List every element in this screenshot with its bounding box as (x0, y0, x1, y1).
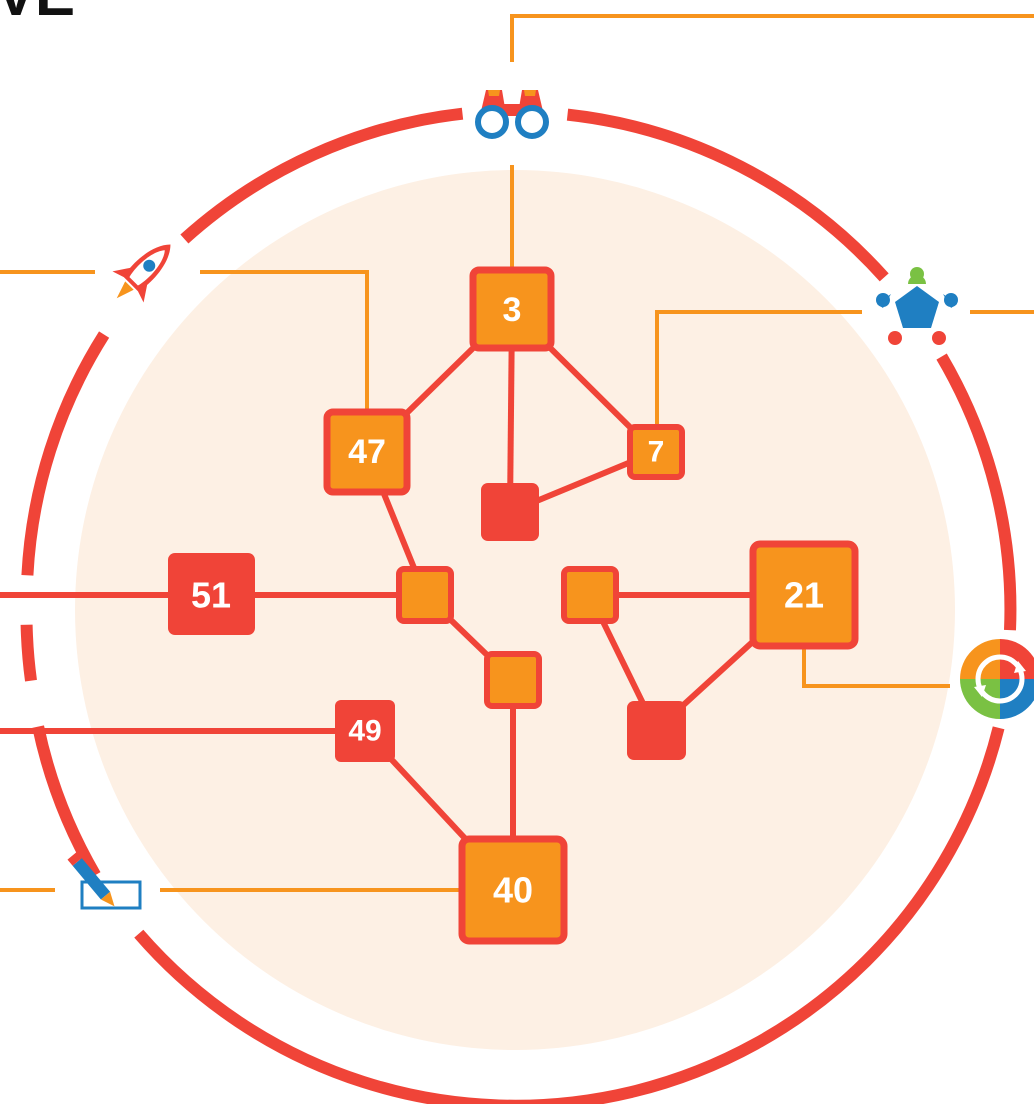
node-orange-right (561, 566, 619, 624)
ring-arc-bottom (134, 726, 1005, 1104)
node-49-label: 49 (348, 715, 381, 748)
ring-arc-left-lower (32, 725, 101, 879)
node-40: 40 (458, 835, 568, 945)
node-21: 21 (749, 540, 859, 650)
background-disc (75, 170, 955, 1050)
rocket-icon (112, 244, 171, 303)
node-40-label: 40 (493, 870, 533, 911)
binoculars-icon (475, 90, 549, 139)
heading-fragment: VE (0, 0, 75, 29)
node-orange-middle (484, 651, 542, 709)
node-3: 3 (469, 266, 555, 352)
connector-rocket-to-47 (200, 270, 369, 412)
ring-arc-left-upper (21, 331, 110, 576)
node-orange-left (396, 566, 454, 624)
pencil-icon (67, 851, 142, 910)
node-51: 51 (168, 553, 255, 635)
cycle-arrows-icon (960, 639, 1034, 719)
node-49: 49 (335, 700, 395, 762)
node-21-label: 21 (784, 575, 824, 616)
connectors (0, 14, 1034, 892)
node-7-label: 7 (648, 436, 665, 469)
connector-team-to-7 (655, 310, 862, 428)
outer-ring (20, 107, 1017, 1104)
ring-arc-top-left (180, 107, 464, 244)
connector-top-to-edge (510, 14, 1034, 62)
ring-arc-top-right (566, 108, 889, 282)
ring-arc-left-mid (20, 624, 37, 682)
node-47-label: 47 (348, 433, 386, 471)
connector-21-to-cycle (802, 645, 950, 688)
node-red-square-right (627, 701, 686, 760)
ring-arc-right (936, 353, 1017, 631)
node-51-label: 51 (191, 575, 231, 616)
node-3-label: 3 (503, 291, 522, 329)
node-red-square-center (481, 483, 539, 541)
node-7: 7 (627, 424, 685, 480)
node-47: 47 (323, 408, 411, 496)
team-meeting-icon (876, 267, 958, 345)
